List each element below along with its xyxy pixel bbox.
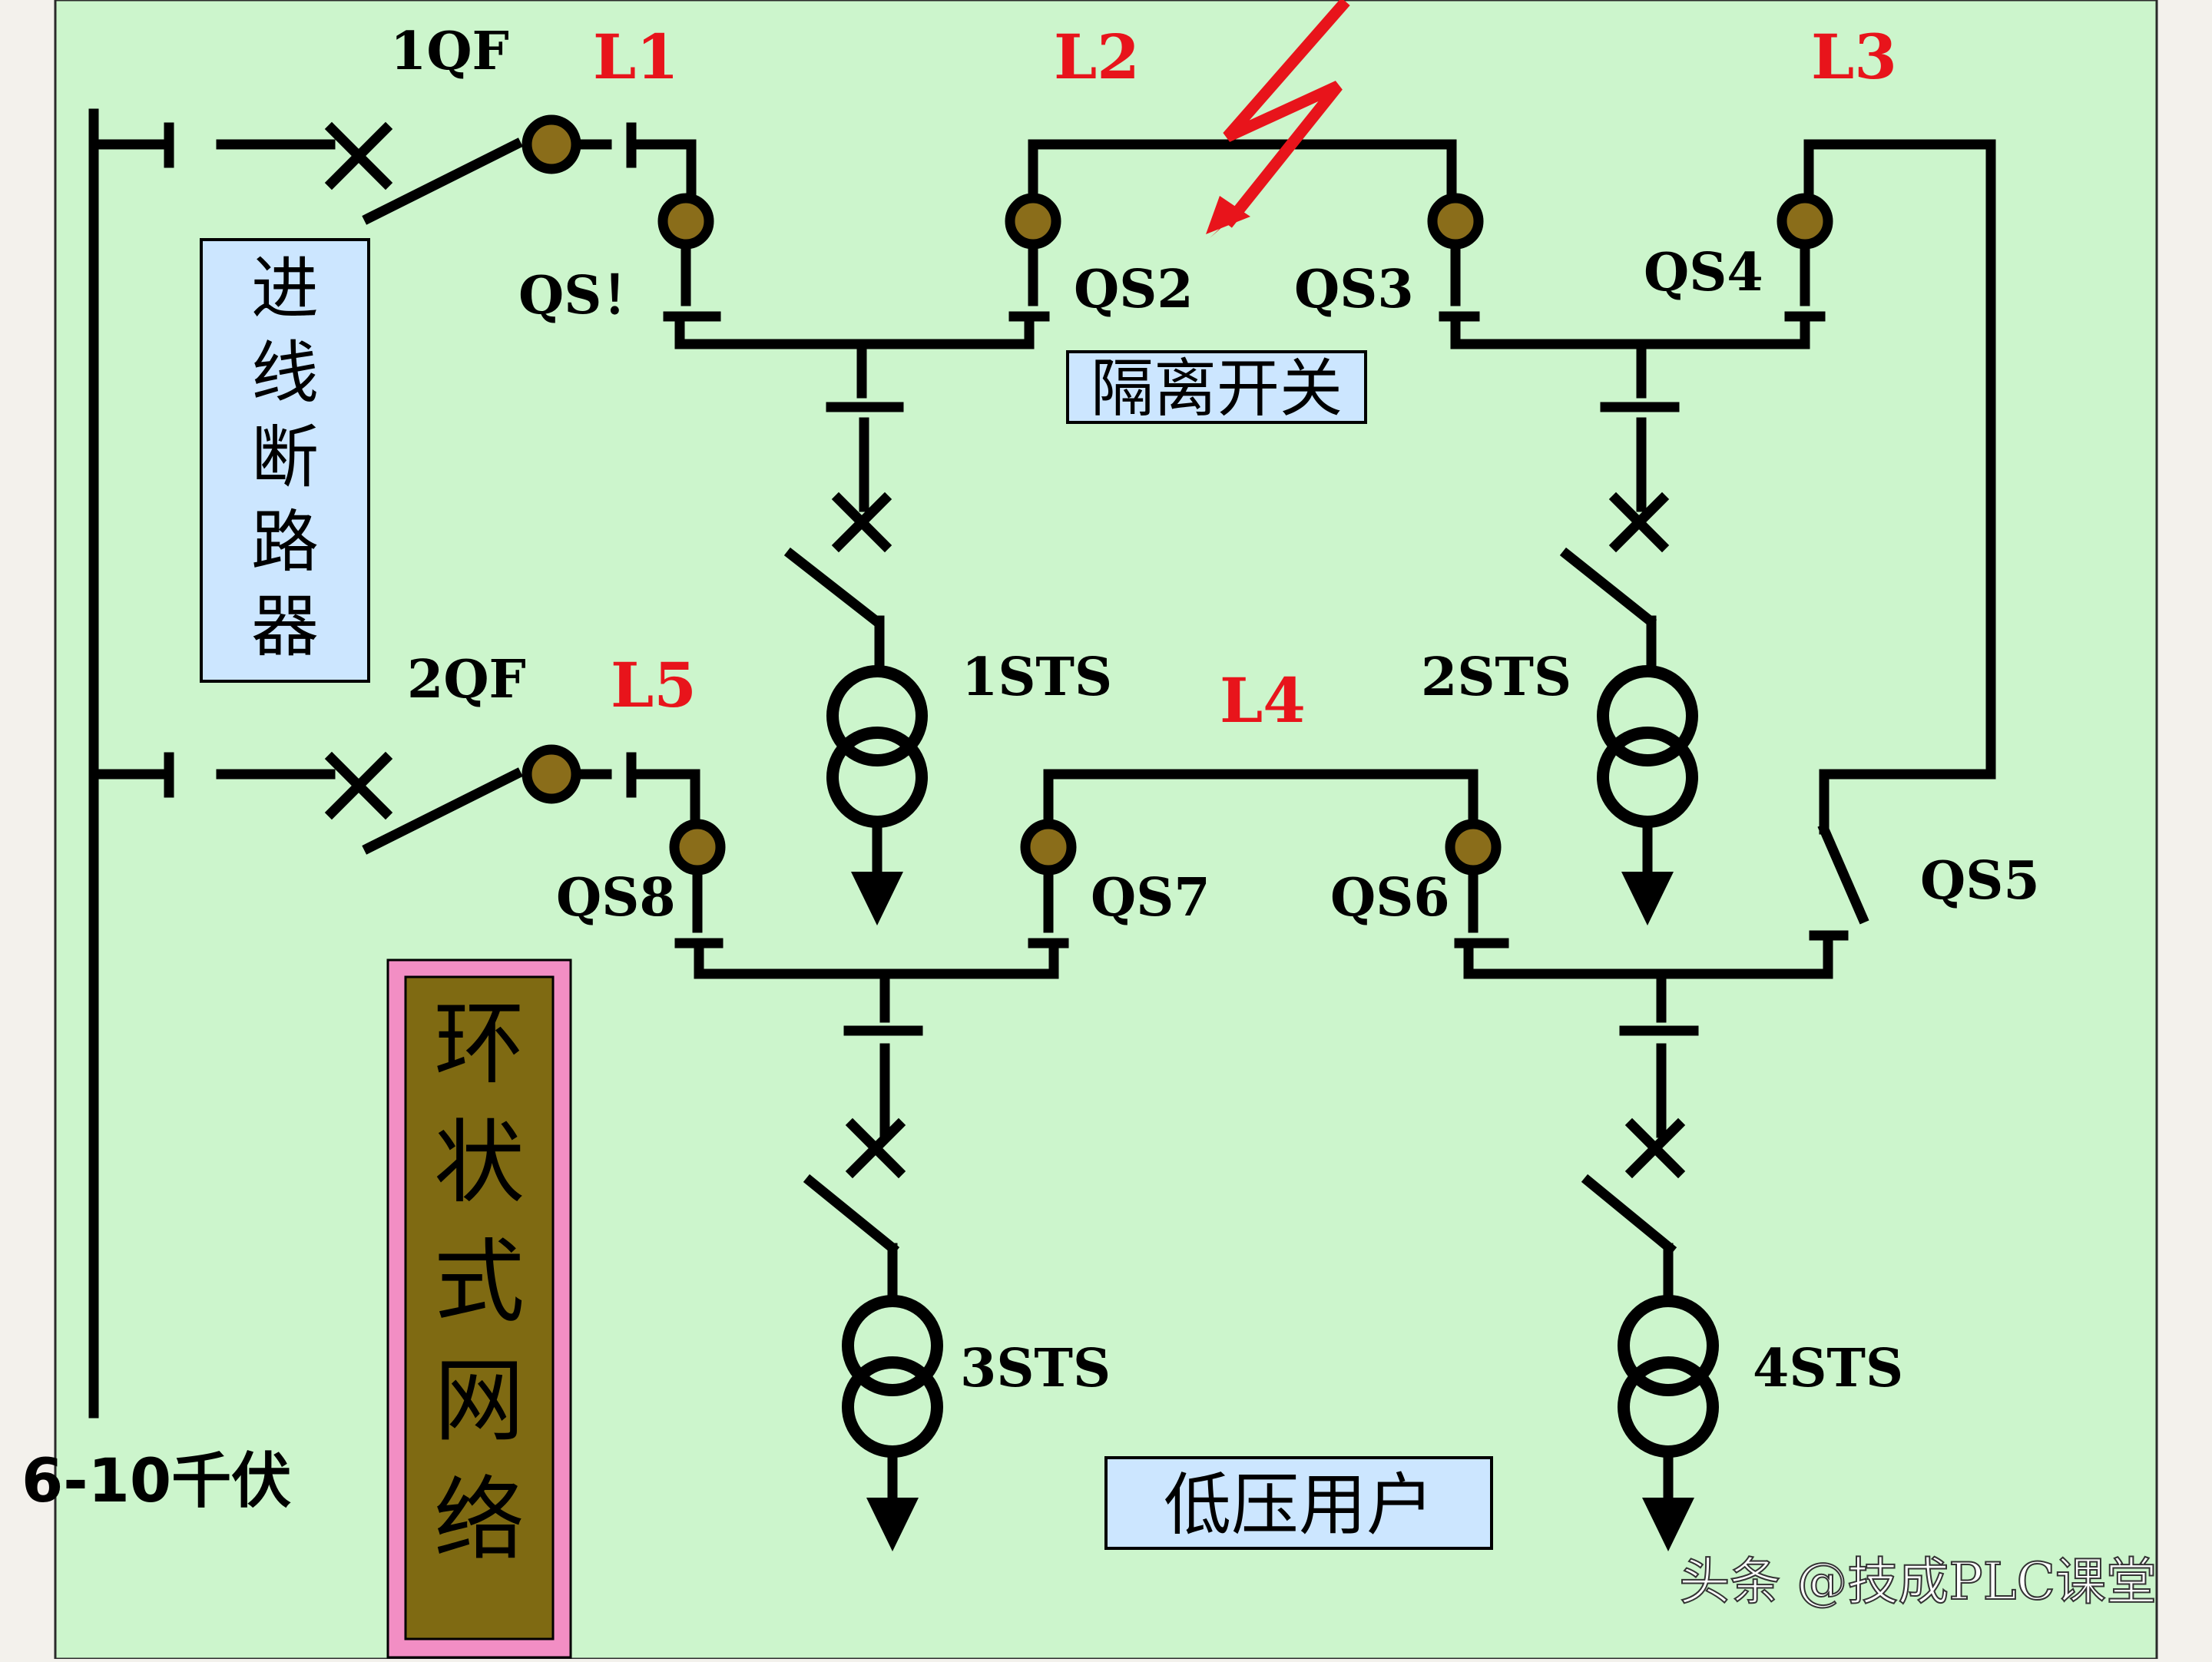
transformer-label-4sts: 4STS bbox=[1753, 1338, 1903, 1399]
ring-label-char: 络 bbox=[434, 1467, 525, 1573]
ring-label-char: 式 bbox=[434, 1229, 525, 1335]
line-label-l4: L4 bbox=[1220, 664, 1306, 737]
isolator-label-box bbox=[1066, 350, 1367, 424]
breaker-2qf bbox=[216, 744, 637, 855]
isolator-qs4 bbox=[1777, 193, 1833, 349]
breaker-label-2qf: 2QF bbox=[407, 649, 526, 710]
isolator-qs7 bbox=[1020, 819, 1077, 979]
vertical-label-char: 路 bbox=[251, 502, 319, 581]
vertical-label-char: 断 bbox=[251, 418, 319, 497]
diagram-panel bbox=[54, 0, 2158, 1660]
isolator-qs8 bbox=[669, 819, 726, 979]
switch-label-qs6: QS6 bbox=[1330, 867, 1450, 929]
transformer-label-2sts: 2STS bbox=[1421, 647, 1571, 708]
line-label-l5: L5 bbox=[611, 649, 697, 721]
low-voltage-label: 低压用户 bbox=[1164, 1465, 1434, 1544]
transformer-label-1sts: 1STS bbox=[962, 647, 1112, 708]
voltage-label: 6-10千伏 bbox=[22, 1447, 291, 1516]
down-arrow-icon bbox=[1642, 1498, 1694, 1551]
line-l4 bbox=[1043, 769, 1479, 827]
switch-label-qs7: QS7 bbox=[1091, 867, 1210, 929]
ring-label-char: 网 bbox=[434, 1348, 525, 1454]
isolator-qs5 bbox=[1809, 823, 1869, 979]
ring-label-char: 状 bbox=[434, 1110, 525, 1216]
vertical-label-char: 进 bbox=[251, 249, 319, 328]
vertical-label-char: 器 bbox=[251, 587, 319, 666]
switch-label-qs3: QS3 bbox=[1294, 259, 1414, 320]
lightning-fault-icon bbox=[1206, 0, 1350, 238]
switch-label-qs4: QS4 bbox=[1644, 242, 1763, 303]
watermark: 头条 @技成PLC课堂 bbox=[1679, 1552, 2157, 1611]
ring-label-box bbox=[404, 975, 555, 1640]
line-label-l2: L2 bbox=[1054, 21, 1140, 93]
switch-label-qs2: QS2 bbox=[1074, 259, 1194, 320]
transformer-label-3sts: 3STS bbox=[960, 1338, 1111, 1399]
vertical-label-char: 线 bbox=[251, 333, 319, 412]
side-right bbox=[2157, 0, 2212, 1659]
switch-label-qs1: QS！ bbox=[518, 265, 654, 326]
switch-label-qs5: QS5 bbox=[1920, 850, 2040, 912]
down-arrow-icon bbox=[866, 1498, 919, 1551]
ring-label-char: 环 bbox=[434, 991, 525, 1097]
isolator-qs6 bbox=[1445, 819, 1509, 979]
line-l3 bbox=[1803, 139, 1996, 835]
down-arrow-icon bbox=[851, 872, 903, 925]
switch-label-qs8: QS8 bbox=[556, 867, 676, 929]
side-left bbox=[0, 0, 55, 1659]
isolator-label: 隔离开关 bbox=[1091, 353, 1343, 425]
line-label-l1: L1 bbox=[593, 21, 679, 93]
isolator-qs2 bbox=[1005, 193, 1061, 349]
down-arrow-icon bbox=[1621, 872, 1674, 925]
line-l2 bbox=[1028, 139, 1457, 197]
incoming-breaker-label-box bbox=[200, 238, 370, 683]
low-voltage-label-box bbox=[1104, 1456, 1493, 1550]
isolator-qs3 bbox=[1427, 193, 1484, 349]
breaker-label-1qf: 1QF bbox=[390, 21, 509, 82]
line-label-l3: L3 bbox=[1811, 21, 1897, 93]
